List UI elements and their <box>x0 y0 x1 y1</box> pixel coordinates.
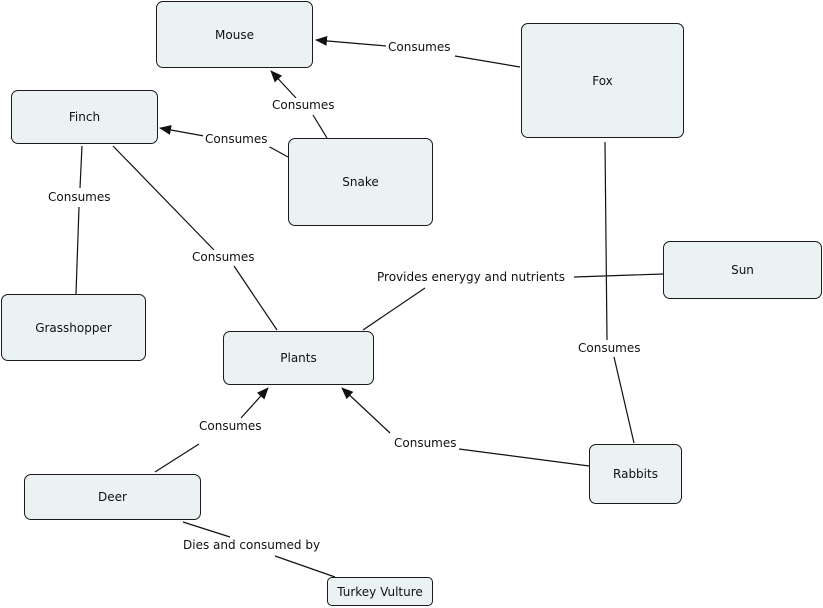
connector-finch-grasshopper-bottom <box>75 206 80 295</box>
connector-snake-finch-tail <box>267 145 289 158</box>
node-rabbits-label: Rabbits <box>613 467 658 481</box>
label-fox-rabbits: Consumes <box>576 341 643 356</box>
node-fox-label: Fox <box>592 73 613 88</box>
label-finch-plants: Consumes <box>190 250 257 265</box>
node-finch[interactable]: Finch <box>11 90 158 144</box>
node-rabbits[interactable]: Rabbits <box>589 444 682 504</box>
label-snake-mouse: Consumes <box>270 98 337 113</box>
connector-fox-mouse-head <box>315 35 387 47</box>
node-sun-label: Sun <box>731 263 754 277</box>
node-fox[interactable]: Fox <box>521 23 684 138</box>
connector-snake-finch-head <box>159 125 205 137</box>
connector-sun-plants-left <box>362 287 426 331</box>
connector-deer-plants-tail <box>154 443 200 473</box>
connector-rabbits-plants-tail <box>458 448 590 467</box>
node-finch-label: Finch <box>68 110 101 124</box>
label-sun-plants: Provides enerygy and nutrients <box>375 270 567 285</box>
label-deer-plants: Consumes <box>197 419 264 434</box>
node-mouse[interactable]: Mouse <box>156 1 313 68</box>
label-finch-grasshopper: Consumes <box>46 190 113 205</box>
connector-finch-grasshopper-top <box>79 145 83 189</box>
node-turkey-vulture[interactable]: Turkey Vulture <box>327 577 433 606</box>
connector-fox-rabbits-bottom <box>613 356 635 444</box>
node-plants[interactable]: Plants <box>223 331 374 385</box>
label-fox-mouse: Consumes <box>386 40 453 55</box>
connector-deer-vulture-top <box>182 521 231 538</box>
node-plants-label: Plants <box>280 351 317 365</box>
connector-fox-rabbits-top <box>604 141 608 341</box>
node-snake[interactable]: Snake <box>288 138 433 226</box>
node-grasshopper-label: Grasshopper <box>35 320 112 335</box>
connector-finch-plants-bottom <box>233 265 278 331</box>
node-snake-label: Snake <box>342 175 379 189</box>
label-rabbits-plants: Consumes <box>392 436 459 451</box>
label-deer-vulture: Dies and consumed by <box>181 538 323 553</box>
connector-sun-plants-right <box>573 273 664 278</box>
label-snake-finch: Consumes <box>203 132 270 147</box>
connector-deer-plants-head <box>240 387 269 419</box>
node-turkey-vulture-label: Turkey Vulture <box>337 584 423 599</box>
connector-deer-vulture-bottom <box>274 555 336 578</box>
node-sun[interactable]: Sun <box>663 241 822 299</box>
node-deer-label: Deer <box>98 490 127 504</box>
node-mouse-label: Mouse <box>215 27 254 42</box>
node-grasshopper[interactable]: Grasshopper <box>1 294 146 361</box>
connector-snake-mouse-head <box>270 70 297 99</box>
node-deer[interactable]: Deer <box>24 474 201 520</box>
connector-fox-mouse-tail <box>454 55 521 68</box>
connector-rabbits-plants-head <box>341 387 391 434</box>
connector-finch-plants-top <box>112 145 215 251</box>
connector-snake-mouse-tail <box>312 114 328 139</box>
